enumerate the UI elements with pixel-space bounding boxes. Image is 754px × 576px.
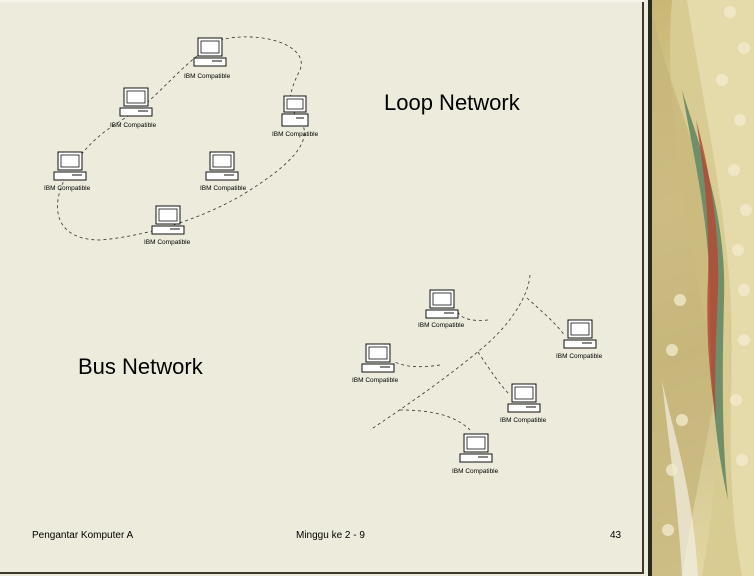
desktop-computer-icon [425, 289, 459, 319]
node-label: IBM Compatible [352, 377, 399, 384]
desktop-computer-icon [361, 343, 395, 373]
bus-node: IBM Compatible [500, 383, 547, 424]
node-label: IBM Compatible [110, 122, 157, 129]
loop-node: IBM Compatible [184, 37, 231, 80]
desktop-computer-icon [459, 433, 493, 463]
desktop-computer-icon [281, 95, 309, 127]
bus-node: IBM Compatible [352, 343, 399, 384]
bus-branch [477, 351, 511, 396]
node-label: IBM Compatible [44, 185, 91, 192]
node-label: IBM Compatible [500, 417, 547, 424]
bus-branch [526, 297, 566, 337]
bus-branch [394, 361, 441, 368]
node-label: IBM Compatible [144, 239, 191, 246]
network-diagram: IBM Compatible IBM Compatible IBM Compat… [44, 36, 603, 475]
loop-node: IBM Compatible [44, 151, 91, 192]
desktop-computer-icon [119, 87, 153, 117]
bus-node: IBM Compatible [452, 433, 499, 475]
desktop-computer-icon [53, 151, 87, 181]
node-label: IBM Compatible [418, 322, 465, 329]
loop-node: IBM Compatible [110, 87, 157, 129]
desktop-computer-icon [507, 383, 541, 413]
desktop-computer-icon [563, 319, 597, 349]
node-label: IBM Compatible [452, 468, 499, 475]
bus-node: IBM Compatible [418, 289, 465, 329]
node-label: IBM Compatible [272, 131, 319, 138]
node-label: IBM Compatible [556, 353, 603, 360]
decorative-border [648, 0, 754, 576]
loop-node: IBM Compatible [200, 151, 247, 192]
desktop-computer-icon [151, 205, 185, 235]
bus-branch [457, 311, 489, 321]
loop-connection [57, 36, 305, 241]
bus-network-title: Bus Network [78, 354, 203, 379]
node-label: IBM Compatible [200, 185, 247, 192]
desktop-computer-icon [205, 151, 239, 181]
bus-node: IBM Compatible [556, 319, 603, 360]
loop-node: IBM Compatible [272, 95, 319, 138]
bus-cable [369, 274, 531, 431]
loop-network-title: Loop Network [384, 90, 520, 115]
slide-frame [0, 0, 644, 2]
floral-pattern-icon [652, 0, 754, 576]
footer-week: Minggu ke 2 - 9 [296, 530, 365, 541]
node-label: IBM Compatible [184, 73, 231, 80]
loop-node: IBM Compatible [144, 205, 191, 246]
footer-course: Pengantar Komputer A [32, 530, 134, 541]
desktop-computer-icon [193, 37, 227, 67]
page-number: 43 [610, 530, 622, 541]
bus-branch [399, 409, 471, 431]
